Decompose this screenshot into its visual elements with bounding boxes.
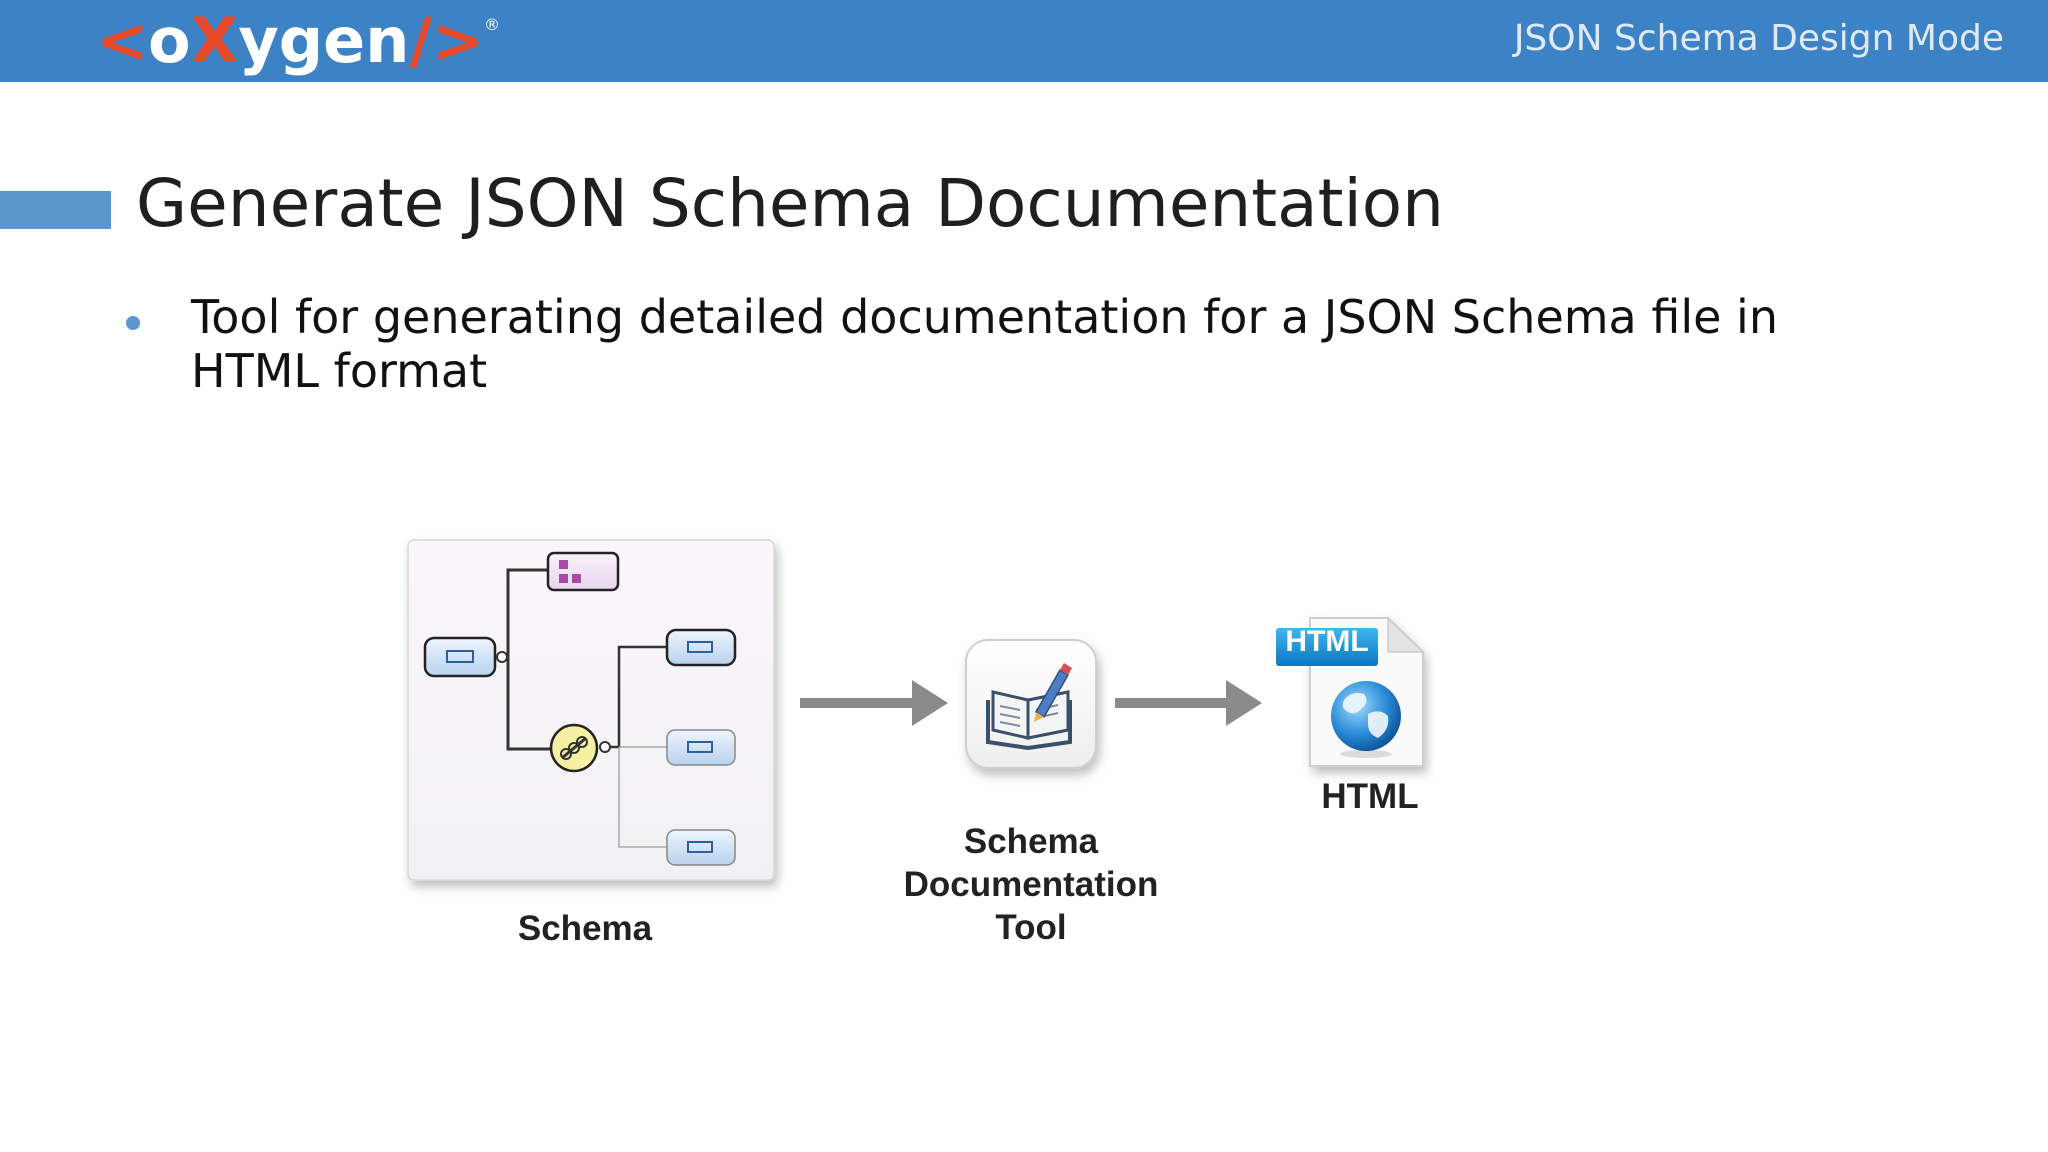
tool-label: Schema Documentation Tool [860,820,1202,949]
html-label: HTML [1321,777,1419,816]
documentation-tool-icon [965,639,1097,769]
header-bar: <oXygen/>® JSON Schema Design Mode [0,0,2048,82]
schema-label: Schema [517,909,653,948]
slide-title: Generate JSON Schema Documentation [136,165,1445,242]
globe-icon [1331,681,1401,751]
bullet-text: Tool for generating detailed documentati… [191,290,1778,398]
html-file-icon [1276,616,1425,767]
tool-label-line: Documentation [903,865,1159,904]
arrow-right-icon [1115,680,1262,726]
mode-title: JSON Schema Design Mode [1513,18,2004,59]
html-badge-text: HTML [1285,625,1369,658]
tool-label-line: Tool [995,908,1067,947]
arrow-right-icon [800,680,948,726]
schema-diagram-icon [407,539,775,881]
title-accent-bar [0,191,111,229]
bullet-dot [126,316,140,330]
tool-label-line: Schema [963,822,1099,861]
oxygen-logo: <oXygen/>® [96,4,500,77]
